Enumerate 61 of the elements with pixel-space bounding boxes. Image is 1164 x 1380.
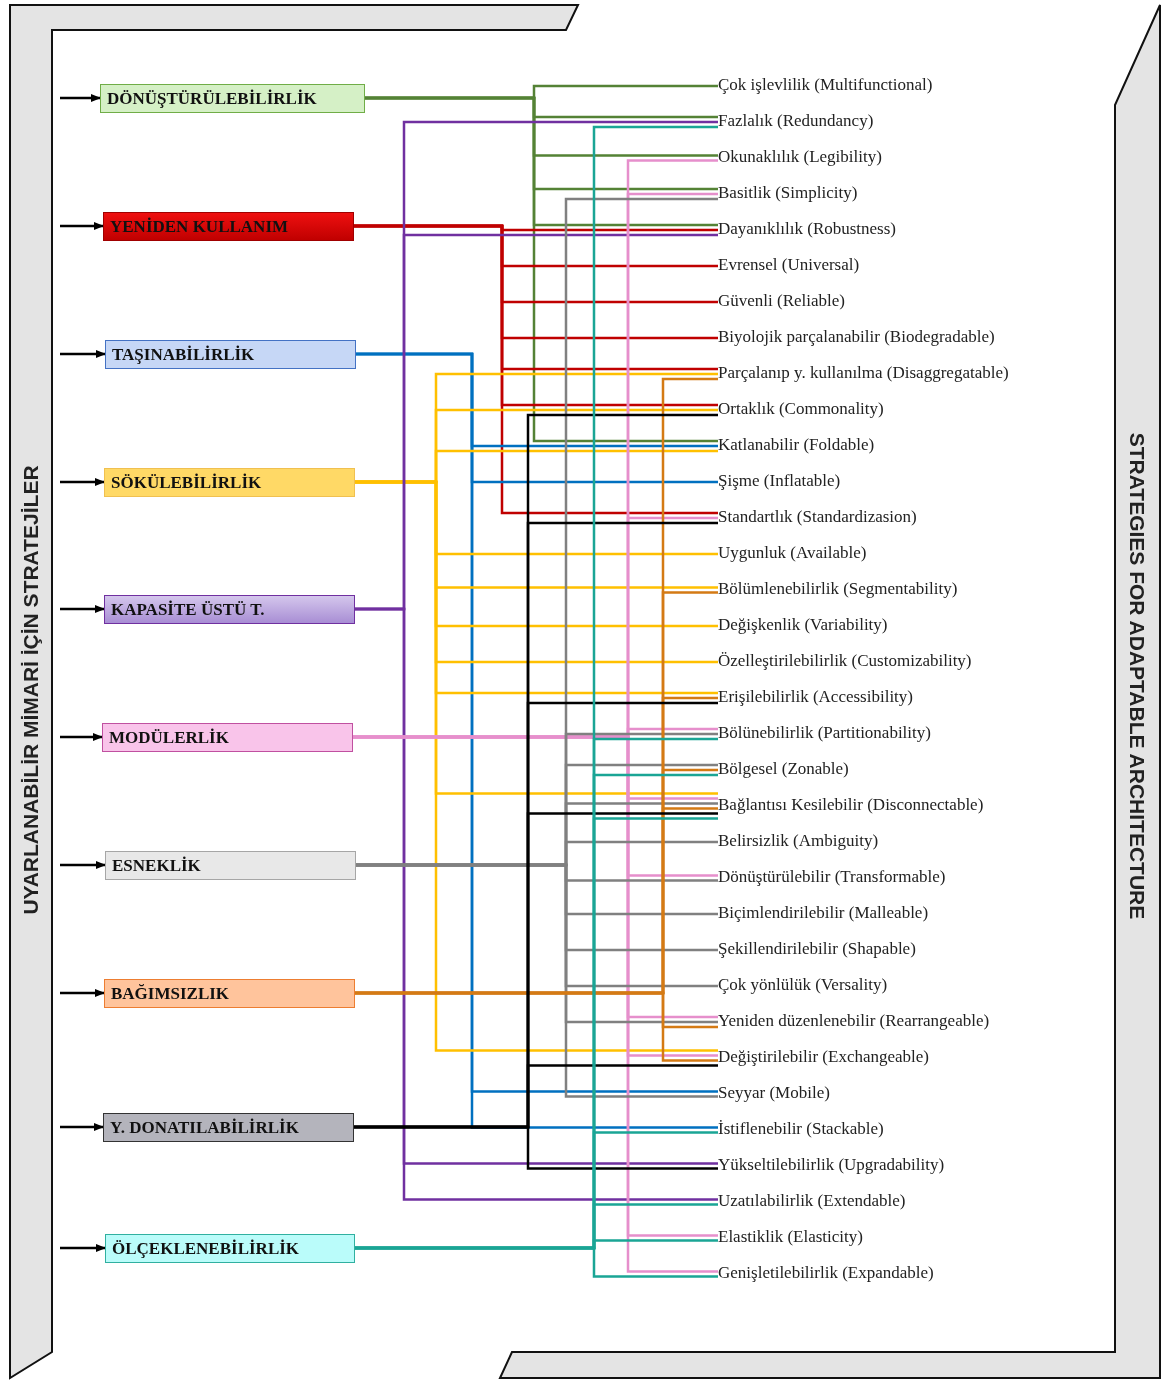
property-label: Özelleştirilebilirlik (Customizability) — [718, 651, 972, 673]
strategy-box: KAPASİTE ÜSTÜ T. — [104, 595, 355, 624]
connector-line — [354, 1125, 718, 1170]
arrow — [60, 478, 105, 486]
property-label: Biyolojik parçalanabilir (Biodegradable) — [718, 327, 995, 349]
strategy-box: BAĞIMSIZLIK — [104, 979, 355, 1008]
strategy-box: TAŞINABİLİRLİK — [105, 340, 356, 369]
property-label: Değişkenlik (Variability) — [718, 615, 888, 637]
connector-line — [355, 991, 718, 1062]
property-label: Parçalanıp y. kullanılma (Disaggregatable) — [718, 363, 1009, 385]
strategy-box: YENİDEN KULLANIM — [103, 212, 354, 241]
property-label: Katlanabilir (Foldable) — [718, 435, 875, 457]
connector-line — [354, 224, 718, 515]
arrow — [60, 1244, 106, 1252]
property-label: Şişme (Inflatable) — [718, 471, 841, 493]
vertical-title: UYARLANABİLİR MİMARİ İÇİN STRATEJİLER — [18, 465, 43, 915]
arrow — [60, 605, 105, 613]
property-label: Çok yönlülük (Versality) — [718, 975, 888, 997]
property-label: Güvenli (Reliable) — [718, 291, 845, 313]
property-label: Uzatılabilirlik (Extendable) — [718, 1191, 906, 1213]
property-label: Dönüştürülebilir (Transformable) — [718, 867, 946, 889]
property-label: Biçimlendirilebilir (Malleable) — [718, 903, 929, 925]
property-label: Elastiklik (Elasticity) — [718, 1227, 863, 1249]
property-label: Okunaklılık (Legibility) — [718, 147, 882, 169]
connector-line — [355, 1246, 718, 1278]
property-label: Evrensel (Universal) — [718, 255, 860, 277]
property-label: Şekillendirilebilir (Shapable) — [718, 939, 916, 961]
property-label: Ortaklık (Commonality) — [718, 399, 884, 421]
arrow — [60, 1123, 104, 1131]
strategy-box: SÖKÜLEBİLİRLİK — [104, 468, 355, 497]
property-label: Yükseltilebilirlik (Upgradability) — [718, 1155, 945, 1177]
property-label: Uygunluk (Available) — [718, 543, 867, 565]
property-label: Fazlalık (Redundancy) — [718, 111, 874, 133]
property-label: Standartlık (Standardizasion) — [718, 507, 917, 529]
property-label: Değiştirilebilir (Exchangeable) — [718, 1047, 929, 1069]
strategy-box: Y. DONATILABİLİRLİK — [103, 1113, 354, 1142]
property-label: Bölgesel (Zonable) — [718, 759, 849, 781]
strategy-box: MODÜLERLİK — [102, 723, 353, 752]
property-label: İstiflenebilir (Stackable) — [718, 1119, 884, 1141]
arrow — [60, 350, 106, 358]
arrow — [60, 94, 101, 102]
arrow — [60, 733, 103, 741]
arrow — [60, 861, 106, 869]
property-label: Bölünebilirlik (Partitionability) — [718, 723, 931, 745]
property-label: Bağlantısı Kesilebilir (Disconnectable) — [718, 795, 984, 817]
property-label: Seyyar (Mobile) — [718, 1083, 830, 1105]
strategy-box: DÖNÜŞTÜRÜLEBİLİRLİK — [100, 84, 365, 113]
property-label: Erişilebilirlik (Accessibility) — [718, 687, 913, 709]
strategy-box: ÖLÇEKLENEBİLİRLİK — [105, 1234, 355, 1263]
arrow — [60, 989, 105, 997]
property-label: Bölümlenebilirlik (Segmentability) — [718, 579, 958, 601]
property-label: Yeniden düzenlenebilir (Rearrangeable) — [718, 1011, 990, 1033]
property-label: Basitlik (Simplicity) — [718, 183, 858, 205]
arrow — [60, 222, 104, 230]
property-label: Belirsizlik (Ambiguity) — [718, 831, 879, 853]
connector-line — [365, 96, 718, 443]
property-label: Çok işlevlilik (Multifunctional) — [718, 75, 933, 97]
strategy-box: ESNEKLİK — [105, 851, 356, 880]
property-label: Genişletilebilirlik (Expandable) — [718, 1263, 934, 1285]
vertical-title: STRATEGIES FOR ADAPTABLE ARCHITECTURE — [1124, 432, 1149, 920]
property-label: Dayanıklılık (Robustness) — [718, 219, 896, 241]
